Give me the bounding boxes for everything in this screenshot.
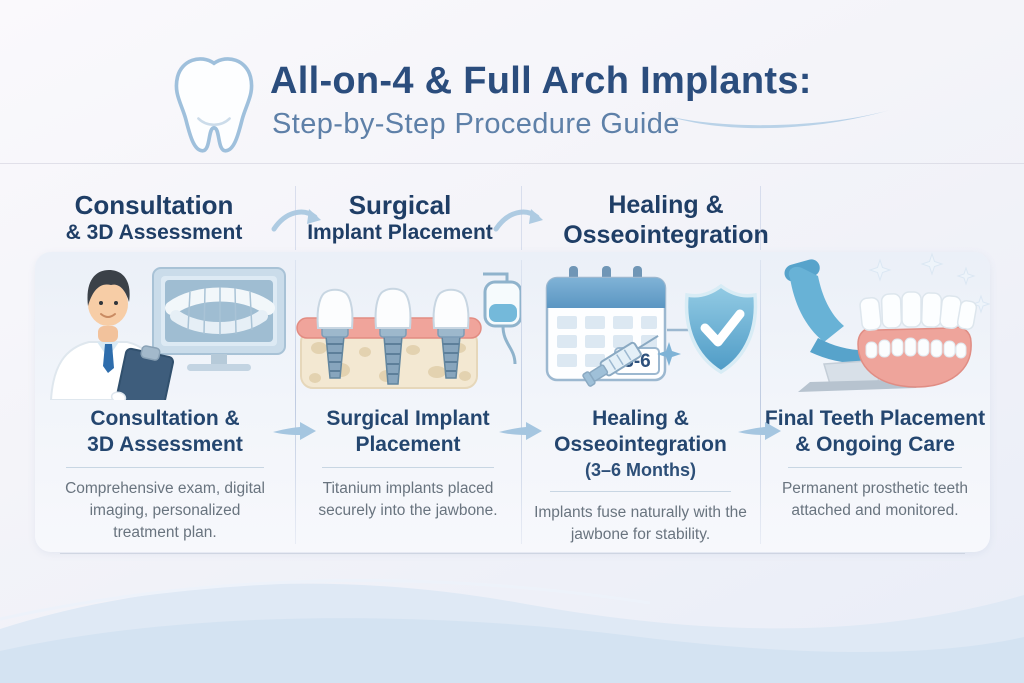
title-underline (549, 491, 732, 492)
monitor-xray-icon (152, 267, 286, 371)
step-title: & Ongoing Care (795, 433, 955, 456)
syringe-icon (582, 334, 659, 387)
step-column-surgical: Surgical Implant Placement Titanium impl… (295, 252, 521, 552)
step-title: Final Teeth Placement (764, 407, 986, 430)
step-title: Osseointegration (554, 433, 727, 456)
curved-arrow-icon (271, 209, 321, 232)
step-description: Implants fuse naturally with the jawbone… (534, 504, 747, 543)
step-title-months: (3–6 Months) (584, 460, 696, 480)
sparkle-icon (868, 252, 990, 314)
title-underline (787, 467, 963, 468)
healing-timeline-illustration: 3-6 (521, 252, 760, 400)
step-column-consultation: Consultation & 3D Assessment Comprehensi… (35, 252, 295, 552)
page-title: All-on-4 & Full Arch Implants: (270, 60, 812, 102)
sparkle-icon (657, 342, 681, 366)
dentist-figure (49, 270, 175, 400)
steps-card: Consultation & 3D Assessment Comprehensi… (35, 252, 990, 552)
top-section-divider (0, 163, 1024, 164)
step-column-healing: 3-6 Healin (521, 252, 760, 552)
title-underline (66, 467, 264, 468)
column-divider (521, 186, 522, 250)
title-underline (322, 467, 494, 468)
denture-icon (857, 291, 978, 388)
flow-arrow-icon (738, 422, 781, 440)
column-divider (760, 186, 761, 250)
shield-check-icon (684, 283, 758, 375)
iv-drip-icon (483, 272, 521, 365)
column-divider (295, 260, 296, 544)
step-description: Permanent prosthetic teeth attached and … (781, 480, 969, 519)
swoosh-underline-decor (668, 110, 890, 129)
implant-icon (432, 288, 470, 379)
step-description: Titanium implants placed securely into t… (318, 480, 498, 519)
curved-arrow-icon (493, 209, 543, 232)
flow-step-label: Implant Placement (307, 221, 493, 244)
step-title: Surgical Implant (326, 407, 490, 430)
step-column-final: Final Teeth Placement & Ongoing Care Per… (760, 252, 990, 552)
flow-step-consultation: Consultation & 3D Assessment (38, 190, 270, 246)
step-title: Placement (355, 433, 461, 456)
step-title: Consultation & (90, 407, 240, 430)
column-divider (760, 260, 761, 544)
flow-step-label: Consultation (74, 190, 234, 220)
background-waves-decor (0, 579, 1024, 683)
step-title: Healing & (592, 407, 689, 430)
flow-step-label: Healing & Osseointegration (563, 191, 769, 249)
flow-arrow-icon (273, 422, 316, 440)
calendar-icon: 3-6 (545, 266, 667, 382)
page-subtitle: Step-by-Step Procedure Guide (272, 108, 680, 140)
implant-icon (374, 287, 412, 385)
tooth-logo-icon (174, 57, 254, 153)
flow-arrow-icon (499, 422, 542, 440)
dentist-consultation-illustration (35, 252, 295, 400)
final-placement-illustration (760, 252, 990, 400)
column-divider (295, 186, 296, 250)
flow-step-label: Surgical (348, 190, 452, 220)
flow-step-label: & 3D Assessment (65, 221, 243, 244)
implant-icon (316, 288, 354, 379)
clipboard-icon (110, 345, 175, 400)
step-title: 3D Assessment (87, 433, 243, 456)
flow-step-surgical: Surgical Implant Placement (298, 190, 502, 246)
column-divider (521, 260, 522, 544)
implant-placement-illustration (295, 252, 521, 400)
bottom-section-divider (60, 553, 965, 554)
step-description: Comprehensive exam, digital imaging, per… (65, 480, 265, 541)
jawbone-implants-icon (296, 287, 482, 389)
